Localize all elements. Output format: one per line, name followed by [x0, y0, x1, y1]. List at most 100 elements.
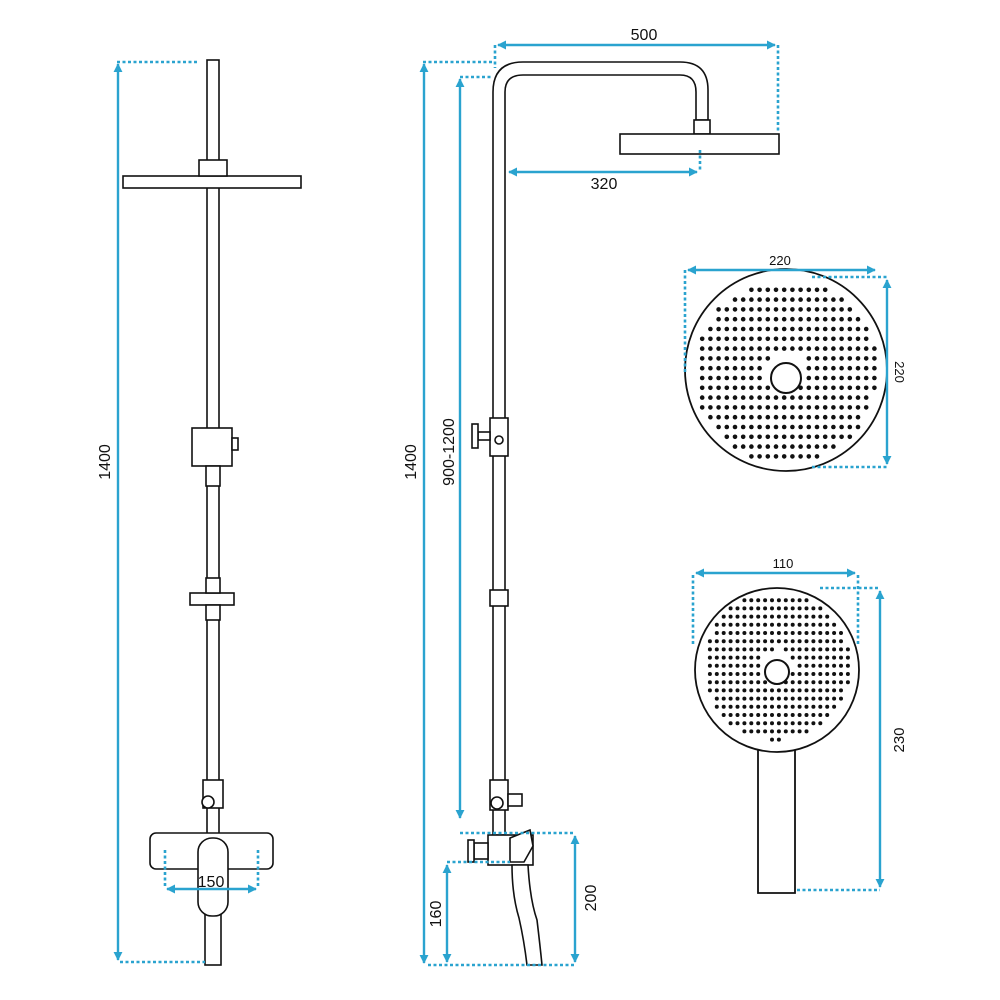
hand-nozzle: [735, 622, 740, 627]
hand-nozzle: [770, 729, 774, 734]
rain-nozzle: [781, 405, 787, 410]
hand-nozzle: [728, 631, 733, 635]
rain-nozzle: [749, 316, 754, 322]
rain-nozzle: [781, 424, 787, 430]
hand-nozzle: [797, 663, 802, 668]
hand-nozzle: [749, 663, 754, 668]
hand-nozzle: [770, 688, 774, 693]
rain-nozzle: [708, 395, 713, 400]
rain-nozzle: [814, 365, 820, 371]
rain-nozzle: [749, 395, 754, 400]
hand-nozzle: [797, 614, 802, 619]
hand-nozzle: [714, 696, 719, 701]
hand-nozzle: [797, 655, 802, 660]
hand-nozzle: [804, 721, 809, 726]
hand-nozzle: [776, 721, 781, 726]
hand-nozzle: [770, 606, 774, 611]
hand-nozzle: [749, 598, 754, 603]
rain-nozzle: [757, 444, 762, 449]
hand-nozzle: [783, 631, 788, 635]
rain-nozzle: [757, 307, 762, 312]
hand-nozzle: [756, 606, 761, 611]
rain-nozzle: [814, 444, 820, 449]
hand-nozzle: [735, 606, 740, 611]
rain-nozzle: [708, 365, 713, 371]
hand-nozzle: [742, 631, 747, 635]
rain-nozzle: [806, 444, 812, 449]
hand-nozzle: [790, 721, 795, 726]
hand-nozzle: [811, 680, 816, 685]
rain-nozzle: [814, 424, 820, 430]
hand-nozzle: [735, 631, 740, 635]
rain-nozzle: [732, 395, 738, 400]
hand-nozzle: [756, 647, 761, 652]
side-dimensions: 500 320 1400 900-1200 160 200: [403, 27, 780, 967]
hand-nozzle: [825, 647, 830, 652]
hand-nozzle: [776, 614, 781, 619]
hand-nozzle: [783, 721, 788, 726]
hand-nozzle: [735, 672, 740, 676]
rain-nozzle: [773, 326, 779, 332]
rain-nozzle: [790, 287, 795, 293]
hand-nozzle: [776, 704, 781, 709]
rain-nozzle: [814, 346, 820, 351]
rain-nozzle: [806, 385, 812, 391]
rain-nozzle: [757, 405, 762, 410]
rain-nozzle: [699, 336, 705, 342]
hand-shower: 110 230: [691, 556, 908, 894]
rain-nozzle: [781, 434, 787, 440]
hand-nozzle: [707, 647, 712, 652]
side-arm-length-label: 500: [631, 27, 658, 44]
hand-nozzle: [790, 688, 795, 693]
hand-nozzle: [742, 688, 747, 693]
hand-nozzle: [721, 614, 726, 619]
hand-nozzle: [790, 713, 795, 717]
rain-nozzle: [781, 287, 787, 293]
rain-nozzle: [757, 424, 762, 430]
rain-nozzle: [806, 356, 812, 361]
hand-nozzle: [776, 622, 781, 627]
hand-nozzle: [742, 672, 747, 676]
rain-nozzle: [790, 454, 795, 459]
hand-nozzle: [763, 598, 768, 603]
front-width-label: 150: [198, 874, 225, 891]
rain-nozzle: [822, 307, 828, 312]
hand-nozzle: [832, 622, 837, 627]
hand-nozzle: [797, 696, 802, 701]
rain-nozzle: [732, 365, 738, 371]
hand-nozzle: [749, 655, 754, 660]
rain-nozzle: [724, 336, 730, 342]
rain-nozzle: [822, 297, 828, 302]
hand-nozzle: [839, 655, 843, 660]
side-adjustable-height-label: 900-1200: [441, 418, 458, 486]
hand-nozzle: [728, 680, 733, 685]
rain-nozzle: [839, 375, 844, 381]
hand-nozzle: [770, 721, 774, 726]
hand-nozzle: [763, 713, 768, 717]
side-mixer-inlet: [473, 842, 489, 860]
hand-nozzle: [742, 639, 747, 644]
hand-nozzle: [804, 614, 809, 619]
rain-nozzle: [847, 414, 853, 420]
hand-nozzle: [811, 672, 816, 676]
hand-nozzle: [845, 680, 850, 685]
rain-nozzle: [806, 316, 812, 322]
rain-nozzle: [847, 365, 853, 371]
rain-nozzle: [765, 414, 771, 420]
hand-nozzle: [756, 631, 761, 635]
hand-nozzle: [749, 721, 754, 726]
rain-nozzle: [863, 405, 869, 410]
rain-nozzle: [732, 444, 738, 449]
hand-nozzle: [776, 639, 781, 644]
rain-nozzle: [781, 414, 787, 420]
rain-nozzle: [749, 434, 754, 440]
hand-nozzle: [776, 713, 781, 717]
hand-nozzle: [742, 729, 747, 734]
hand-nozzle: [790, 696, 795, 701]
hand-nozzle: [728, 606, 733, 611]
hand-nozzle: [742, 614, 747, 619]
hand-nozzle: [742, 622, 747, 627]
rain-nozzle: [773, 444, 779, 449]
rain-nozzle: [847, 336, 853, 342]
hand-nozzle: [770, 639, 774, 644]
